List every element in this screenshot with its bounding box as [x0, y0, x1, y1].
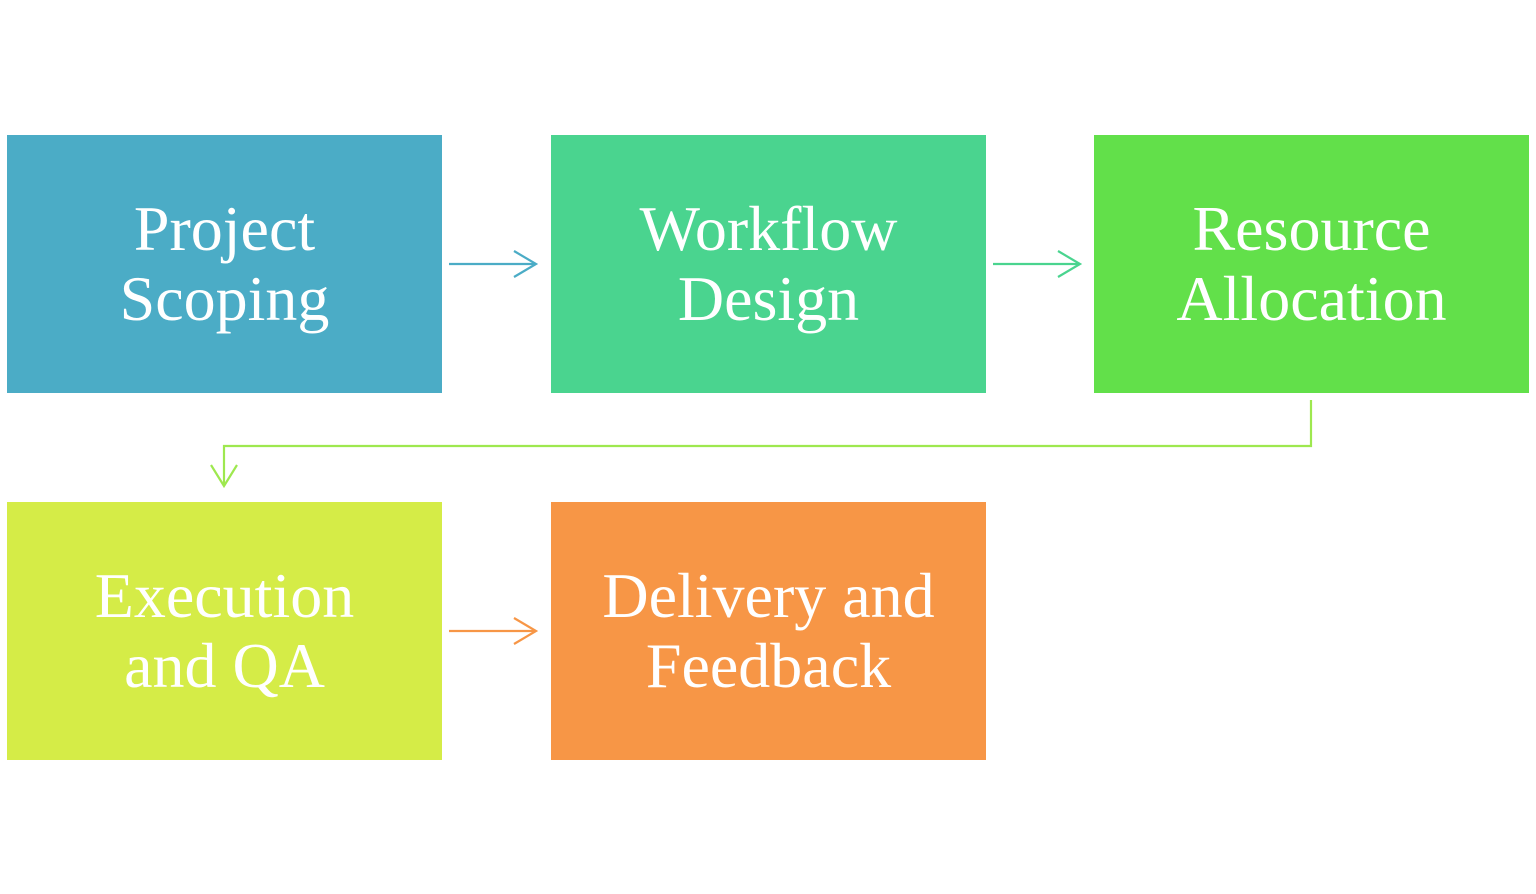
step-label: Resource Allocation: [1176, 193, 1447, 334]
step-label: Execution and QA: [94, 560, 355, 701]
connector-execution-to-delivery: [449, 617, 539, 645]
step-label: Workflow Design: [639, 193, 898, 334]
step-label: Project Scoping: [119, 193, 330, 334]
step-resource-allocation: Resource Allocation: [1094, 135, 1529, 393]
step-workflow-design: Workflow Design: [551, 135, 986, 393]
connector-scoping-to-workflow: [449, 250, 539, 278]
step-execution-and-qa: Execution and QA: [7, 502, 442, 760]
connector-resource-to-execution: [210, 400, 1313, 489]
step-label: Delivery and Feedback: [602, 560, 935, 701]
connector-workflow-to-resource: [993, 250, 1083, 278]
step-project-scoping: Project Scoping: [7, 135, 442, 393]
step-delivery-and-feedback: Delivery and Feedback: [551, 502, 986, 760]
